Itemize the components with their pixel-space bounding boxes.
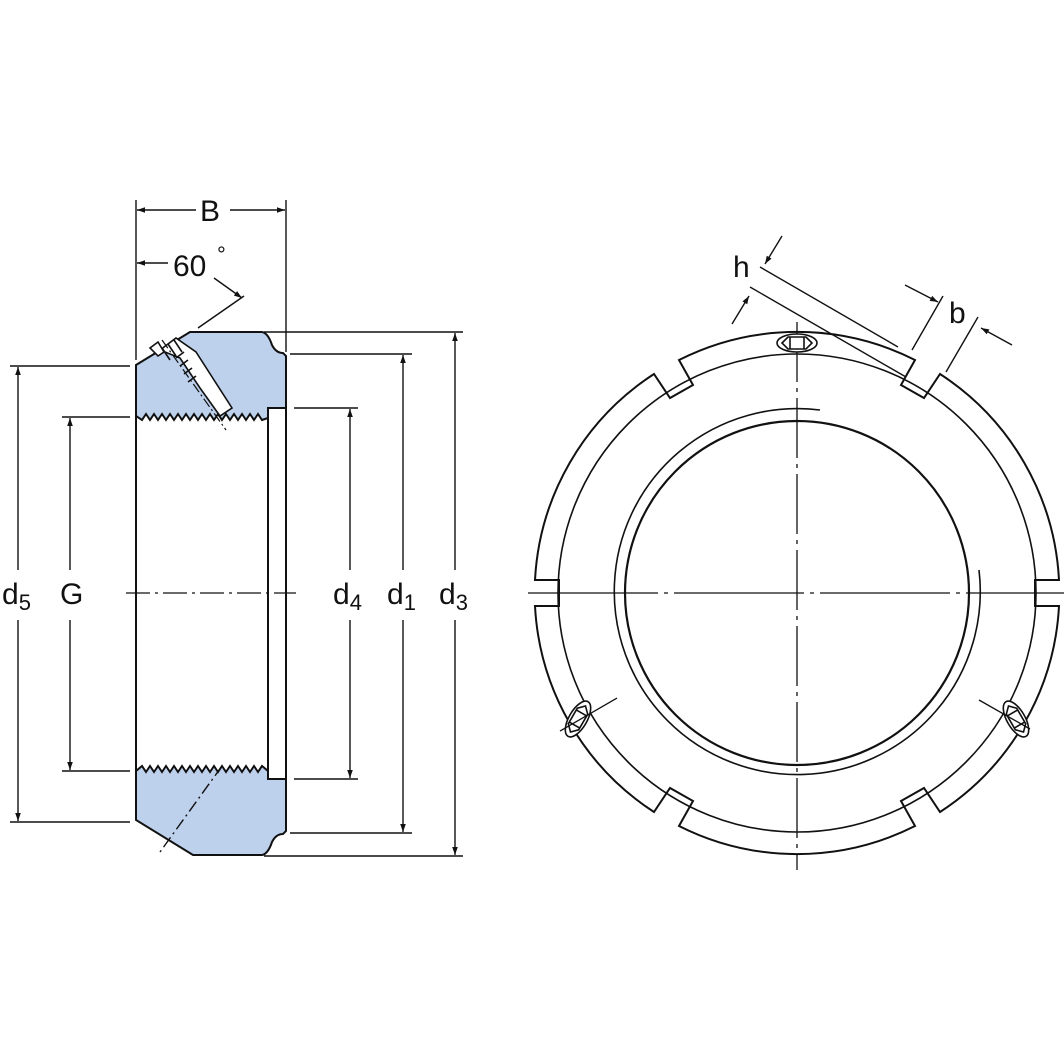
recess-arc xyxy=(613,407,982,776)
angle-leader xyxy=(197,295,245,329)
h-arrow-top xyxy=(764,235,783,265)
b-extension-left xyxy=(911,295,944,351)
front-view xyxy=(528,322,1064,870)
h-arrow-bottom xyxy=(731,295,750,325)
lower-section-fill xyxy=(135,764,287,856)
locking-screw-top xyxy=(776,333,818,353)
label-d1: d1 xyxy=(387,578,416,615)
b-arrow-right xyxy=(980,327,1013,346)
locking-screw-right xyxy=(1002,700,1030,738)
label-angle: 60 xyxy=(173,250,206,283)
h-extension-outer xyxy=(759,266,899,348)
label-d5: d5 xyxy=(2,578,31,615)
side-labels: B 60 ° d5 G d4 d1 d3 xyxy=(2,195,468,615)
label-g: G xyxy=(60,578,83,611)
label-d4: d4 xyxy=(333,578,362,615)
front-labels: h b xyxy=(733,251,966,330)
b-arrow-left xyxy=(904,284,939,303)
label-b-slot: b xyxy=(949,297,966,330)
side-section-view xyxy=(126,331,296,856)
b-extension-right xyxy=(945,316,979,373)
screw-axis-right xyxy=(978,699,1031,730)
label-h: h xyxy=(733,251,750,284)
front-dimensions xyxy=(731,235,1013,378)
screw-axis-left xyxy=(559,697,618,732)
slotted-outer-contour xyxy=(533,331,1061,855)
screw-axis-lower xyxy=(159,765,223,853)
locking-screw-left xyxy=(564,700,592,738)
h-extension-inner xyxy=(749,286,907,378)
locking-screw xyxy=(148,337,234,431)
label-b-width: B xyxy=(200,195,220,228)
side-dimensions xyxy=(10,200,463,857)
label-d3: d3 xyxy=(439,578,468,615)
label-angle-unit: ° xyxy=(217,242,226,267)
angle-arrow-right xyxy=(213,277,243,299)
